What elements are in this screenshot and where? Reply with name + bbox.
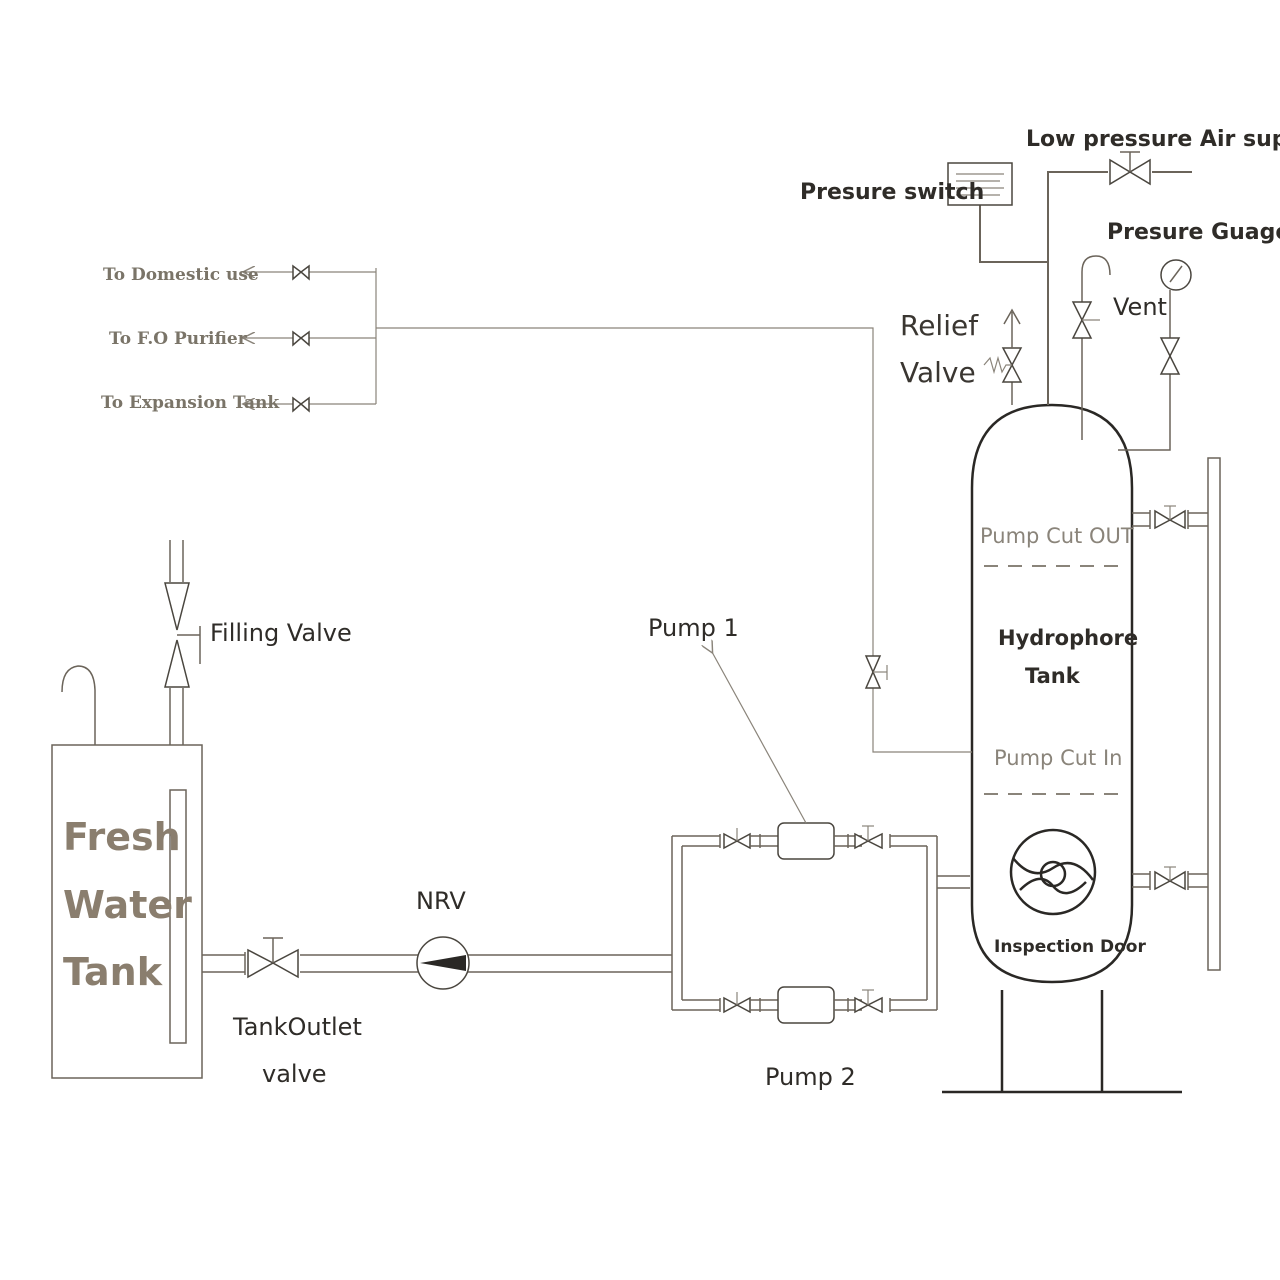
inspection-door[interactable] [1009, 828, 1097, 916]
low-pressure-air-valve[interactable] [1109, 151, 1151, 186]
fresh-water-tank [51, 665, 203, 1079]
gauge-glass [1132, 457, 1221, 971]
gauge-glass-top-valve[interactable] [1149, 505, 1189, 530]
pump-1-label: Pump 1 [648, 614, 739, 642]
low-pressure-air-label: Low pressure Air supply [1026, 127, 1280, 152]
tank-outlet-label-1: TankOutlet [232, 1013, 362, 1041]
relief-valve-label-1: Relief [900, 309, 979, 342]
pressure-gauge[interactable] [1118, 259, 1192, 451]
tank-outlet-valve[interactable] [247, 937, 299, 979]
expansion-tank-valve[interactable] [292, 396, 310, 413]
tank-outlet-label-2: valve [262, 1060, 327, 1088]
nrv-valve[interactable] [416, 936, 470, 990]
pump-1-pointer [712, 652, 807, 824]
to-fo-purifier-label: To F.O Purifier [109, 329, 248, 349]
inspection-door-label: Inspection Door [994, 937, 1146, 957]
fresh-water-label-3: Tank [63, 950, 163, 994]
air-supply-pipe [979, 171, 1192, 405]
pump-cut-out-label: Pump Cut OUT [980, 524, 1134, 548]
fresh-water-label-1: Fresh [63, 815, 181, 859]
outlet-pipe [202, 952, 672, 975]
vent-label: Vent [1113, 293, 1167, 321]
pump-2[interactable] [719, 986, 891, 1024]
filling-valve[interactable] [164, 582, 201, 688]
distribution-valve[interactable] [864, 655, 888, 689]
pump-1[interactable] [719, 822, 891, 860]
pressure-gauge-label: Presure Guage [1107, 220, 1280, 245]
gauge-glass-bottom-valve[interactable] [1149, 866, 1189, 891]
relief-valve-label-2: Valve [900, 356, 976, 389]
to-expansion-label: To Expansion Tank [101, 393, 280, 413]
pump-manifold [671, 835, 970, 1011]
nrv-label: NRV [416, 887, 466, 915]
filling-pipe [169, 540, 184, 745]
pump-2-label: Pump 2 [765, 1063, 856, 1091]
fresh-water-label-2: Water [63, 883, 192, 927]
distribution-pipe [244, 268, 972, 753]
fo-purifier-valve[interactable] [292, 330, 310, 347]
pressure-switch-label: Presure switch [800, 180, 984, 205]
hydrophore-label-1: Hydrophore [998, 626, 1138, 650]
tank-vent-pipe [61, 665, 96, 745]
hydrophore-label-2: Tank [1025, 664, 1081, 688]
relief-valve[interactable] [983, 308, 1023, 405]
hydrophore-tank [942, 403, 1182, 1094]
pressure-switch[interactable] [947, 162, 1013, 206]
vent[interactable] [1071, 255, 1111, 440]
to-domestic-label: To Domestic use [103, 265, 259, 285]
domestic-valve[interactable] [292, 264, 310, 281]
filling-valve-label: Filling Valve [210, 619, 352, 647]
pump-cut-in-label: Pump Cut In [994, 746, 1122, 770]
